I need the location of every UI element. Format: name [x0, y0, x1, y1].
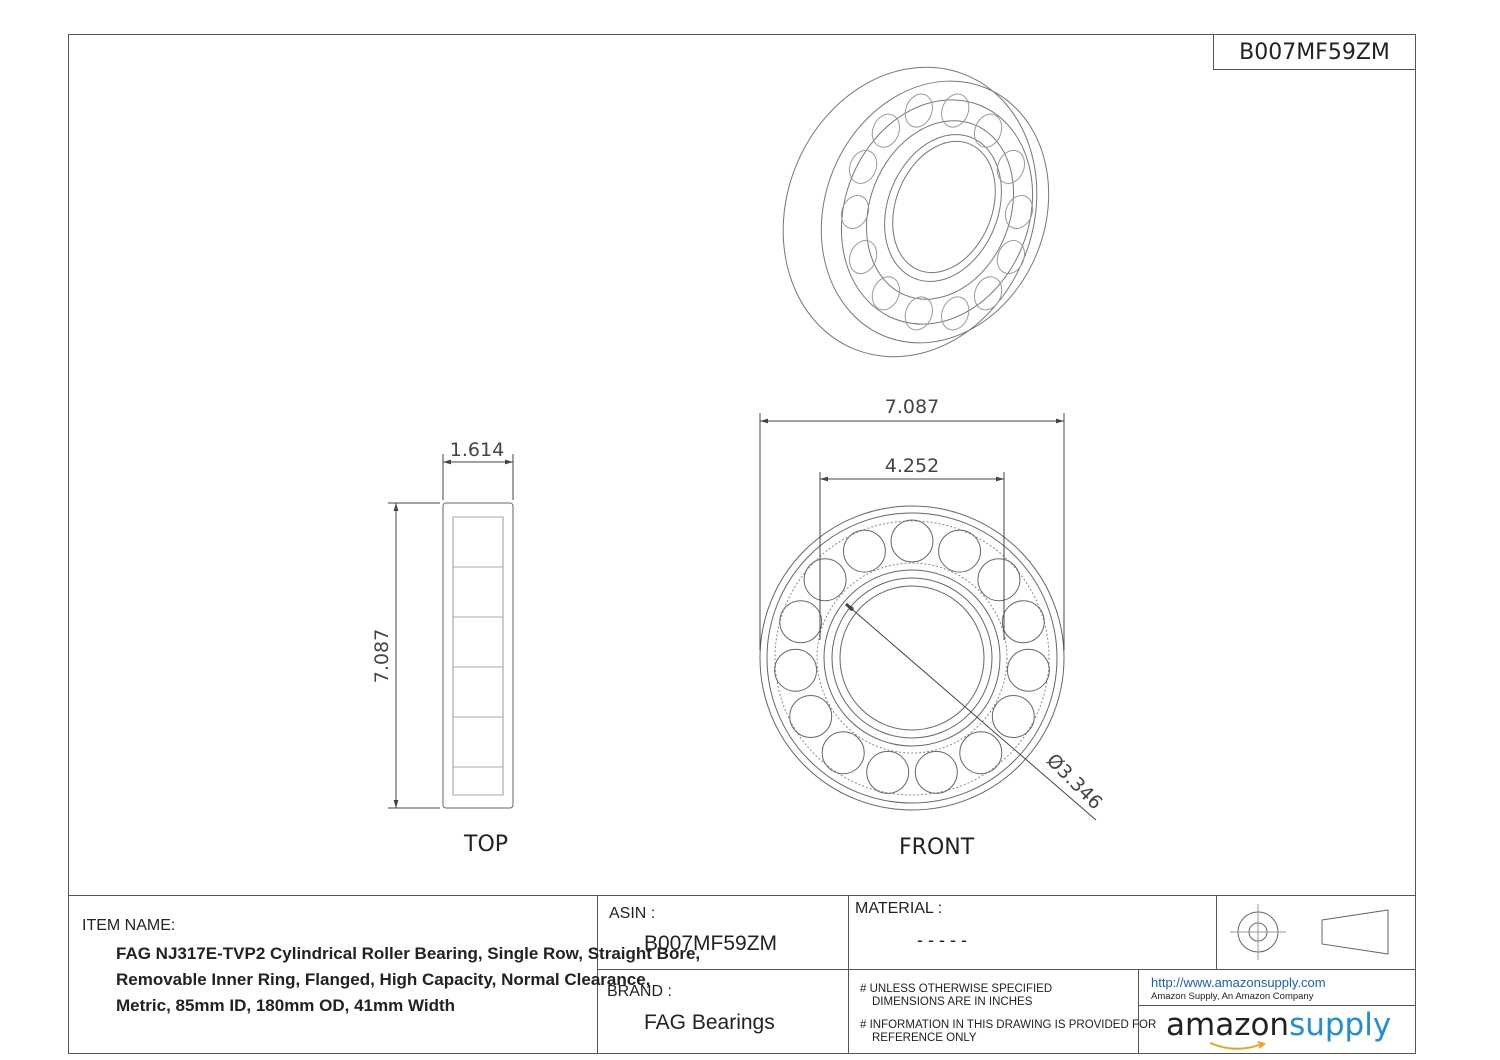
logo-word-amazon: amazon	[1166, 1007, 1290, 1043]
front-view	[759, 505, 1065, 811]
company-name: Amazon Supply, An Amazon Company	[1151, 991, 1314, 1002]
tb-divider-3	[1216, 895, 1217, 969]
roller	[890, 519, 934, 563]
asin-value: B007MF59ZM	[644, 932, 778, 955]
note-reference-line-2: REFERENCE ONLY	[872, 1032, 977, 1044]
front-inner-dim-label: 4.252	[885, 455, 939, 477]
front-inner-dimension	[819, 472, 1005, 640]
roller	[866, 750, 910, 794]
material-value: - - - - -	[917, 930, 967, 950]
roller	[991, 695, 1035, 738]
front-outer-dimension	[759, 413, 1065, 650]
roller	[996, 240, 1026, 275]
projection-symbol	[1230, 904, 1389, 960]
roller	[871, 276, 901, 311]
item-name-label: ITEM NAME:	[82, 917, 176, 934]
item-name-line-2: Removable Inner Ring, Flanged, High Capa…	[116, 970, 651, 989]
top-width-dimension	[442, 454, 514, 500]
part-number: B007MF59ZM	[1239, 39, 1390, 65]
roller	[996, 149, 1026, 184]
roller	[848, 149, 878, 184]
roller	[1006, 648, 1050, 692]
roller	[904, 296, 933, 331]
amazon-supply-logo: amazonsupply	[1166, 1007, 1391, 1043]
roller	[779, 600, 823, 644]
tb-divider-6	[1138, 1005, 1416, 1006]
roller	[959, 731, 1003, 775]
part-number-box: B007MF59ZM	[1213, 34, 1416, 70]
front-bore-dimension	[845, 602, 1097, 821]
top-view-rollers	[453, 516, 503, 796]
roller	[904, 93, 933, 128]
roller	[789, 695, 833, 738]
brand-value: FAG Bearings	[644, 1011, 775, 1034]
tb-divider-1	[597, 895, 598, 1054]
roller	[938, 529, 982, 573]
note-dimensions-line-1: # UNLESS OTHERWISE SPECIFIED	[860, 983, 1053, 995]
brand-label: BRAND :	[607, 983, 672, 1000]
front-outer-dim-label: 7.087	[885, 396, 939, 418]
isometric-rollers	[840, 93, 1034, 331]
asin-label: ASIN :	[609, 905, 656, 922]
note-reference-line-1: # INFORMATION IN THIS DRAWING IS PROVIDE…	[860, 1019, 1157, 1031]
front-view-rollers	[774, 519, 1050, 794]
tb-divider-4	[597, 969, 1416, 970]
logo-word-supply: supply	[1289, 1007, 1392, 1043]
note-dimensions-line-2: DIMENSIONS ARE IN INCHES	[872, 996, 1033, 1008]
roller	[871, 113, 901, 148]
note-reference: # INFORMATION IN THIS DRAWING IS PROVIDE…	[860, 1019, 1156, 1045]
material-label: MATERIAL :	[855, 900, 943, 917]
roller	[803, 558, 847, 602]
item-name-description: FAG NJ317E-TVP2 Cylindrical Roller Beari…	[116, 941, 700, 1019]
title-block	[68, 895, 1416, 1054]
note-dimensions: # UNLESS OTHERWISE SPECIFIED DIMENSIONS …	[860, 983, 1052, 1009]
roller	[1001, 600, 1045, 644]
front-view-label: FRONT	[899, 835, 975, 860]
top-height-dim-label: 7.087	[371, 629, 393, 683]
item-name-line-1: FAG NJ317E-TVP2 Cylindrical Roller Beari…	[116, 944, 701, 963]
item-name-line-3: Metric, 85mm ID, 180mm OD, 41mm Width	[116, 996, 456, 1015]
roller	[840, 195, 870, 229]
roller	[914, 750, 958, 794]
roller	[848, 240, 878, 275]
logo-smile-icon	[1209, 1041, 1267, 1050]
tb-divider-5	[1138, 969, 1139, 1054]
isometric-view	[782, 66, 1050, 358]
roller	[973, 113, 1003, 148]
roller	[973, 276, 1003, 311]
roller	[774, 648, 818, 692]
roller	[1004, 195, 1034, 229]
top-view	[442, 502, 514, 809]
top-width-dim-label: 1.614	[450, 439, 504, 461]
top-view-label: TOP	[464, 832, 509, 857]
roller	[842, 529, 886, 573]
roller	[821, 731, 865, 775]
roller	[941, 93, 970, 128]
roller	[941, 296, 970, 331]
top-height-dimension	[388, 502, 440, 809]
tb-divider-2	[848, 895, 849, 1054]
roller	[977, 558, 1021, 602]
company-url[interactable]: http://www.amazonsupply.com	[1151, 975, 1326, 990]
